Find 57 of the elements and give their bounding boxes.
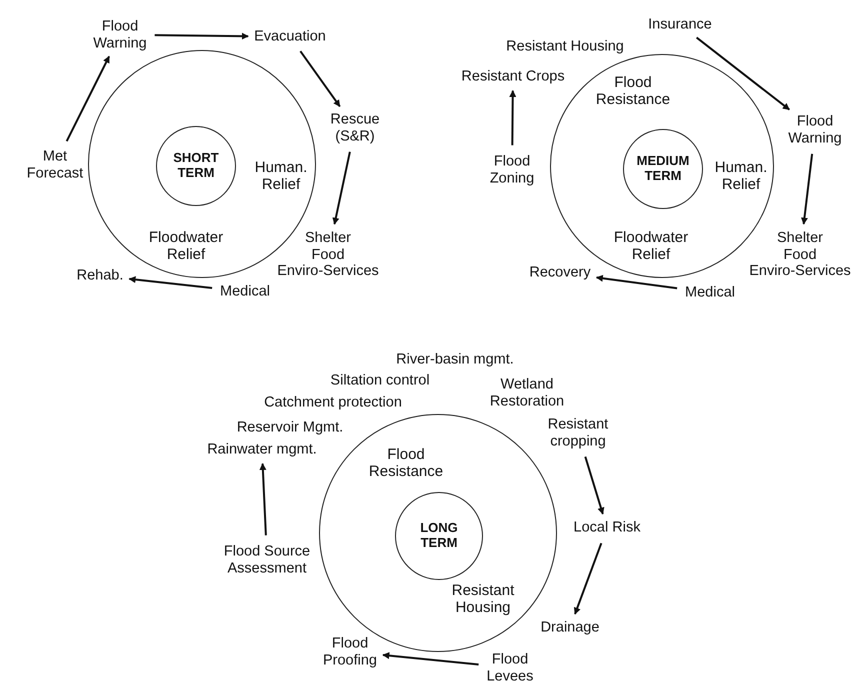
arrow — [259, 463, 267, 536]
step-label: Local Risk — [574, 520, 640, 536]
circle-label: Human. Relief — [714, 158, 768, 194]
arrow — [596, 274, 678, 290]
arrow — [800, 154, 814, 225]
circle-label: Flood Resistance — [368, 446, 444, 480]
step-label: Insurance — [648, 16, 712, 34]
step-label: Rainwater mgmt. — [207, 442, 317, 458]
step-label: Recovery — [529, 264, 591, 282]
step-label: Catchment protection — [264, 394, 402, 412]
step-label: Resistant cropping — [538, 416, 618, 450]
step-label: Flood Warning — [80, 18, 160, 52]
step-label: Medical — [685, 284, 735, 302]
step-label: Enviro-Services — [749, 263, 851, 280]
step-label: Rescue (S&R) — [320, 111, 390, 145]
inner-circle — [623, 129, 703, 209]
step-label: Enviro-Services — [277, 263, 379, 280]
step-label: Wetland Restoration — [472, 376, 582, 410]
arrow — [300, 50, 341, 107]
step-label: Drainage — [540, 620, 600, 636]
term-label: SHORT TERM — [172, 151, 220, 181]
step-label: Flood Warning — [780, 113, 850, 147]
arrow — [584, 456, 604, 515]
step-label: Rehab. — [76, 268, 124, 284]
term-label: MEDIUM TERM — [636, 154, 690, 184]
arrow — [574, 542, 602, 615]
step-label: Evacuation — [254, 28, 326, 46]
step-label: Flood Levees — [480, 651, 540, 685]
circle-label: Floodwater Relief — [148, 228, 224, 264]
inner-circle — [156, 126, 236, 206]
step-label: Shelter — [304, 230, 352, 247]
arrow — [382, 652, 479, 666]
arrow — [696, 36, 790, 110]
arrow — [66, 56, 110, 142]
step-label: Resistant Housing — [506, 38, 624, 56]
step-label: Reservoir Mgmt. — [236, 420, 344, 436]
circle-label: Human. Relief — [254, 158, 308, 194]
step-label: Flood Proofing — [315, 635, 385, 669]
step-label: River-basin mgmt. — [396, 352, 514, 368]
step-label: Resistant Crops — [461, 68, 565, 86]
circle-label: Flood Resistance — [594, 74, 672, 108]
term-label: LONG TERM — [419, 521, 459, 551]
arrow — [509, 90, 516, 146]
arrow — [332, 152, 351, 225]
arrow — [154, 32, 249, 40]
step-label: Food — [782, 246, 818, 264]
step-label: Shelter — [776, 230, 824, 247]
circle-label: Floodwater Relief — [612, 228, 690, 264]
step-label: Siltation control — [330, 372, 430, 390]
step-label: Food — [310, 246, 346, 264]
inner-circle — [395, 492, 483, 580]
circle-label: Resistant Housing — [450, 582, 516, 616]
step-label: Flood Source Assessment — [217, 543, 317, 577]
step-label: Medical — [220, 284, 270, 300]
step-label: Met Forecast — [15, 148, 95, 182]
arrow — [128, 276, 212, 289]
step-label: Flood Zoning — [477, 153, 547, 187]
